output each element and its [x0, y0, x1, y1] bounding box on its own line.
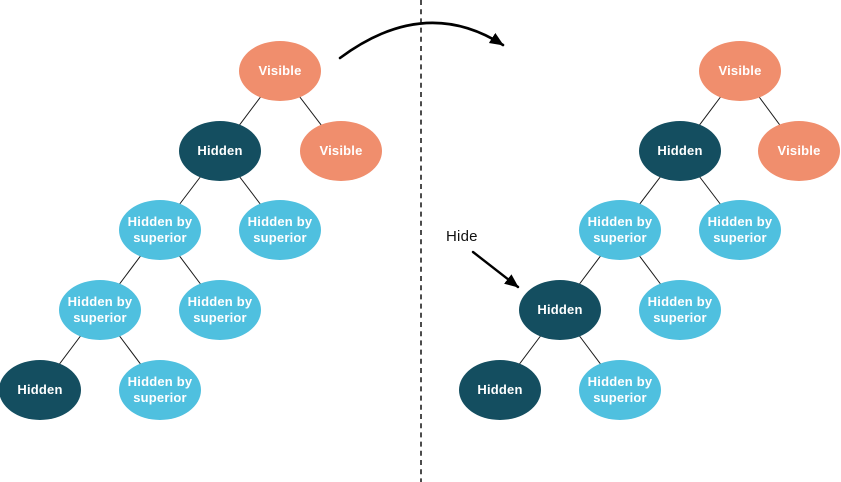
node-visible: Visible	[239, 41, 321, 101]
node-visible: Visible	[758, 121, 840, 181]
hide-arrow	[471, 250, 520, 289]
node-hidden-by-superior: Hidden by superior	[699, 200, 781, 260]
node-hidden-by-superior: Hidden by superior	[119, 200, 201, 260]
node-hidden-by-superior: Hidden by superior	[59, 280, 141, 340]
node-hidden: Hidden	[179, 121, 261, 181]
node-hidden-by-superior: Hidden by superior	[179, 280, 261, 340]
node-visible: Visible	[300, 121, 382, 181]
node-visible: Visible	[699, 41, 781, 101]
hide-annotation-label: Hide	[446, 228, 478, 245]
node-hidden-by-superior: Hidden by superior	[579, 200, 661, 260]
node-hidden-by-superior: Hidden by superior	[639, 280, 721, 340]
node-hidden: Hidden	[0, 360, 81, 420]
node-hidden-by-superior: Hidden by superior	[239, 200, 321, 260]
node-hidden: Hidden	[519, 280, 601, 340]
node-hidden-by-superior: Hidden by superior	[119, 360, 201, 420]
node-hidden-by-superior: Hidden by superior	[579, 360, 661, 420]
transform-arrow	[338, 21, 505, 60]
node-hidden: Hidden	[639, 121, 721, 181]
node-hidden: Hidden	[459, 360, 541, 420]
